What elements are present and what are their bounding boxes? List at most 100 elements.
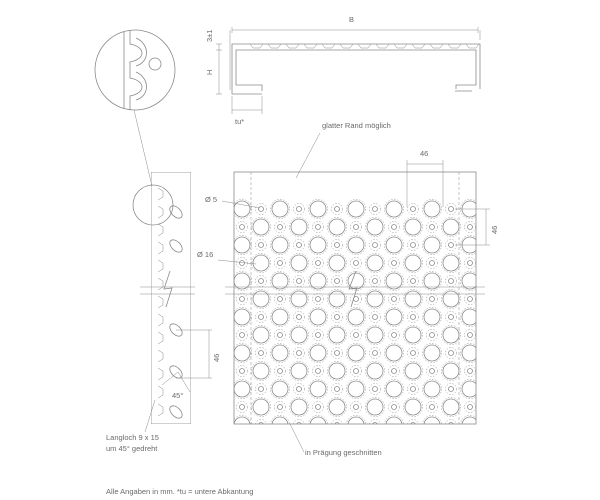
embossing-ring (234, 307, 252, 327)
embossing-ring (388, 401, 400, 413)
embossing-ring (369, 383, 381, 395)
embossing-ring (464, 365, 476, 377)
profile-tooth (285, 43, 300, 49)
embossing-ring (441, 253, 461, 273)
hole-small (448, 422, 454, 424)
embossing-ring (445, 311, 457, 323)
hole-small (296, 242, 302, 248)
embossing-ring (293, 419, 305, 424)
strip-tooth (157, 295, 164, 309)
embossing-ring (460, 307, 476, 327)
embossing-ring (441, 361, 461, 381)
embossing-ring (407, 347, 419, 359)
hole-small (410, 350, 416, 356)
embossing-ring (441, 289, 461, 309)
pitch-top-label: 46 (420, 149, 428, 158)
hole-small (239, 404, 245, 410)
hole-small (372, 422, 378, 424)
hole-large (423, 200, 441, 218)
hole-small (410, 206, 416, 212)
hole-small (334, 206, 340, 212)
embossing-ring (384, 307, 404, 327)
embossing-ring (293, 347, 305, 359)
strip-tooth (157, 367, 164, 381)
embossing-ring (289, 361, 309, 381)
slot-hole (169, 205, 183, 219)
profile-tooth (249, 43, 264, 49)
embossing-ring (346, 199, 366, 219)
embossing-ring (403, 325, 423, 345)
strip-tooth (157, 331, 164, 345)
embossing-ring (270, 199, 290, 219)
embossing-ring (331, 347, 343, 359)
hole-small (353, 332, 359, 338)
hole-large (328, 398, 346, 416)
hole-small (334, 314, 340, 320)
embossing-ring (274, 401, 286, 413)
embossing-ring (350, 293, 362, 305)
embossing-ring (308, 199, 328, 219)
embossing-ring (308, 343, 328, 363)
embossing-ring (407, 275, 419, 287)
hole-small (410, 386, 416, 392)
embossing-ring (234, 343, 252, 363)
embossing-ring (460, 415, 476, 424)
hole-large (385, 200, 403, 218)
hole-large (309, 200, 327, 218)
embossing-ring (251, 397, 271, 417)
hole-large (290, 326, 308, 344)
embossing-ring (388, 329, 400, 341)
hole-small (467, 332, 473, 338)
hole-large (328, 290, 346, 308)
profile-embossing-teeth (249, 43, 480, 49)
embossing-ring (255, 275, 267, 287)
hole-large (423, 380, 441, 398)
plate-top-view: 46 46 Ø 5 Ø 16 glatter Rand möglich in P… (197, 121, 499, 457)
hole-large (234, 272, 251, 290)
footnote: Alle Angaben in mm. *tu = untere Abkantu… (106, 487, 253, 496)
hole-large (366, 398, 384, 416)
embossing-ring (293, 311, 305, 323)
embossing-ring (445, 275, 457, 287)
strip-tooth (157, 277, 164, 291)
hole-small (429, 332, 435, 338)
hole-large (461, 380, 476, 398)
embossing-ring (274, 257, 286, 269)
embossing-ring (251, 325, 271, 345)
hole-large (404, 362, 422, 380)
slot-description-line2: um 45° gedreht (106, 444, 158, 453)
embossing-ring (331, 203, 343, 215)
embossing-ring (426, 293, 438, 305)
hole-large (442, 326, 460, 344)
embossing-ring (293, 275, 305, 287)
side-view-strip: 46 45° Langloch 9 x 15 um 45° gedreht (106, 172, 221, 453)
embossing-ring (403, 397, 423, 417)
hole-large (252, 326, 270, 344)
embossing-ring (460, 379, 476, 399)
embossing-ring (445, 239, 457, 251)
hole-small-label: Ø 5 (205, 195, 217, 204)
embossing-ring (346, 235, 366, 255)
embossing-ring (270, 235, 290, 255)
embossing-ring (331, 419, 343, 424)
hole-small (296, 206, 302, 212)
hole-large (347, 380, 365, 398)
embossing-ring (255, 419, 267, 424)
embossing-ring (460, 343, 476, 363)
embossing-ring (445, 347, 457, 359)
embossing-ring (327, 217, 347, 237)
hole-small (277, 404, 283, 410)
hole-small (353, 368, 359, 374)
hole-large (252, 254, 270, 272)
embossing-ring (464, 329, 476, 341)
embossing-ring (270, 415, 290, 424)
hole-small (391, 404, 397, 410)
hole-small (391, 332, 397, 338)
hole-small (372, 350, 378, 356)
embossing-ring (308, 415, 328, 424)
smooth-edge-label: glatter Rand möglich (322, 121, 391, 130)
embossing-ring (422, 271, 442, 291)
embossing-ring (422, 235, 442, 255)
hole-large (271, 308, 289, 326)
